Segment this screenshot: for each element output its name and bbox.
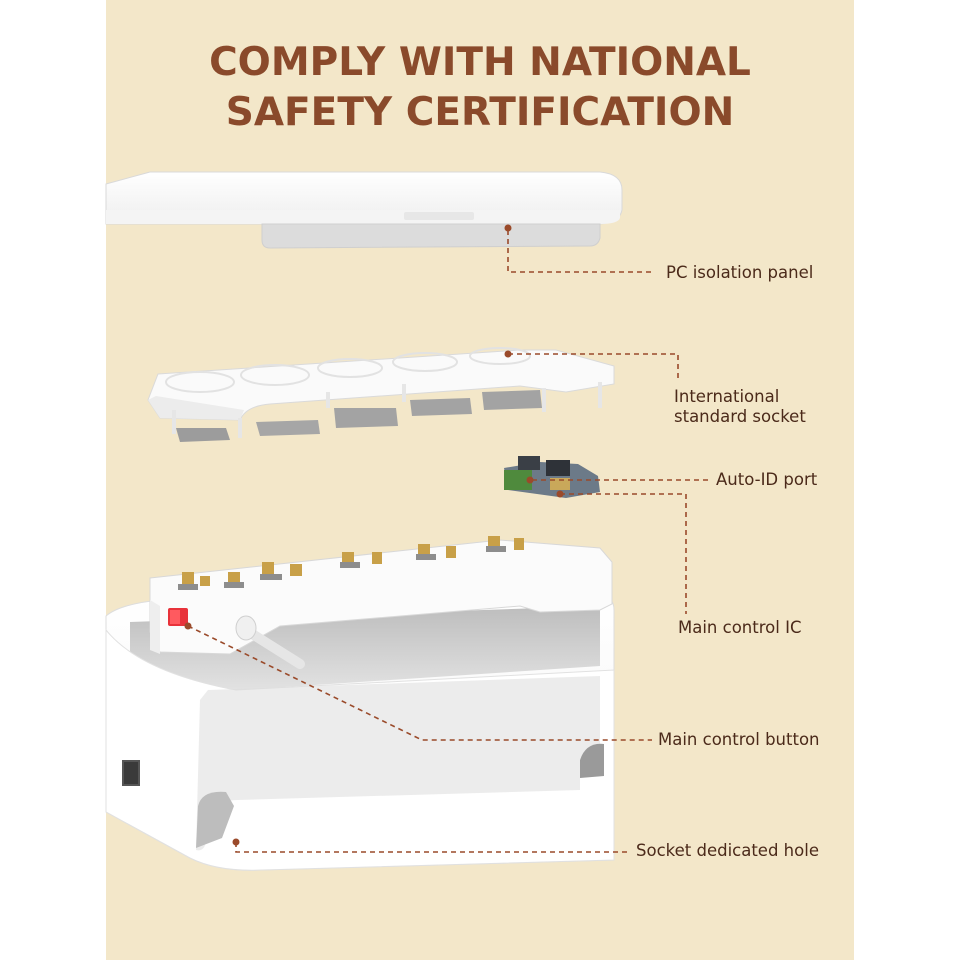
label-socket-dedicated-hole: Socket dedicated hole (636, 840, 819, 861)
label-international-line-1: International (674, 386, 779, 407)
label-main-control-button: Main control button (658, 729, 820, 750)
pc-isolation-panel-lid (106, 172, 622, 248)
label-pc-isolation-panel: PC isolation panel (666, 262, 813, 283)
international-standard-socket-panel (148, 348, 614, 442)
auto-id-port-module (504, 456, 600, 498)
label-auto-id-port: Auto-ID port (716, 469, 817, 490)
label-international-line-2: standard socket (674, 406, 806, 427)
label-main-control-ic: Main control IC (678, 617, 801, 638)
